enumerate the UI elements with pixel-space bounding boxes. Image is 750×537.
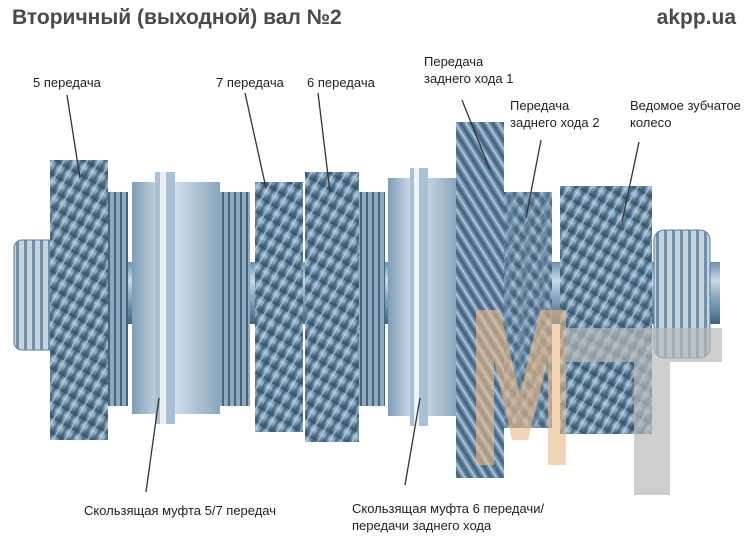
label-reverse-1: Передача заднего хода 1 bbox=[424, 53, 513, 87]
page-title: Вторичный (выходной) вал №2 bbox=[12, 6, 342, 29]
sliding-sleeve-5-7 bbox=[132, 182, 220, 414]
leader-sleeve57 bbox=[145, 397, 160, 493]
label-driven-line2: колесо bbox=[630, 115, 672, 130]
label-sleeve-5-7: Скользящая муфта 5/7 передач bbox=[84, 503, 277, 518]
site-name: akpp.ua bbox=[656, 6, 736, 29]
logo-watermark bbox=[476, 310, 722, 495]
left-bearing bbox=[14, 240, 60, 350]
right-bearing bbox=[654, 230, 710, 358]
label-reverse-1-line1: Передача bbox=[424, 54, 484, 69]
leader-lines bbox=[66, 92, 640, 493]
label-driven-line1: Ведомое зубчатое bbox=[630, 98, 741, 113]
gear-6 bbox=[305, 172, 359, 442]
leader-gear7 bbox=[244, 92, 267, 189]
label-gear-6: 6 передача bbox=[307, 75, 375, 90]
label-sleeve-6-line1: Скользящая муфта 6 передачи/ bbox=[352, 501, 545, 516]
label-sleeve-6-reverse: Скользящая муфта 6 передачи/ передачи за… bbox=[352, 500, 544, 534]
label-sleeve-6-line2: передачи заднего хода bbox=[352, 518, 492, 533]
gear-5 bbox=[50, 160, 108, 440]
leader-gear5 bbox=[66, 94, 81, 179]
label-reverse-2: Передача заднего хода 2 bbox=[510, 97, 599, 131]
label-reverse-1-line2: заднего хода 1 bbox=[424, 71, 514, 86]
label-driven-gear: Ведомое зубчатое колесо bbox=[630, 97, 741, 131]
leader-driven bbox=[621, 141, 640, 223]
label-gear-5: 5 передача bbox=[33, 75, 101, 90]
label-reverse-2-line2: заднего хода 2 bbox=[510, 115, 600, 130]
gear-7 bbox=[255, 182, 303, 432]
leader-reverse1 bbox=[461, 99, 491, 171]
leader-sleeve6r bbox=[404, 397, 421, 486]
leader-gear6 bbox=[317, 92, 331, 193]
label-reverse-2-line1: Передача bbox=[510, 98, 570, 113]
label-gear-7: 7 передача bbox=[216, 75, 284, 90]
leader-reverse2 bbox=[525, 139, 542, 219]
